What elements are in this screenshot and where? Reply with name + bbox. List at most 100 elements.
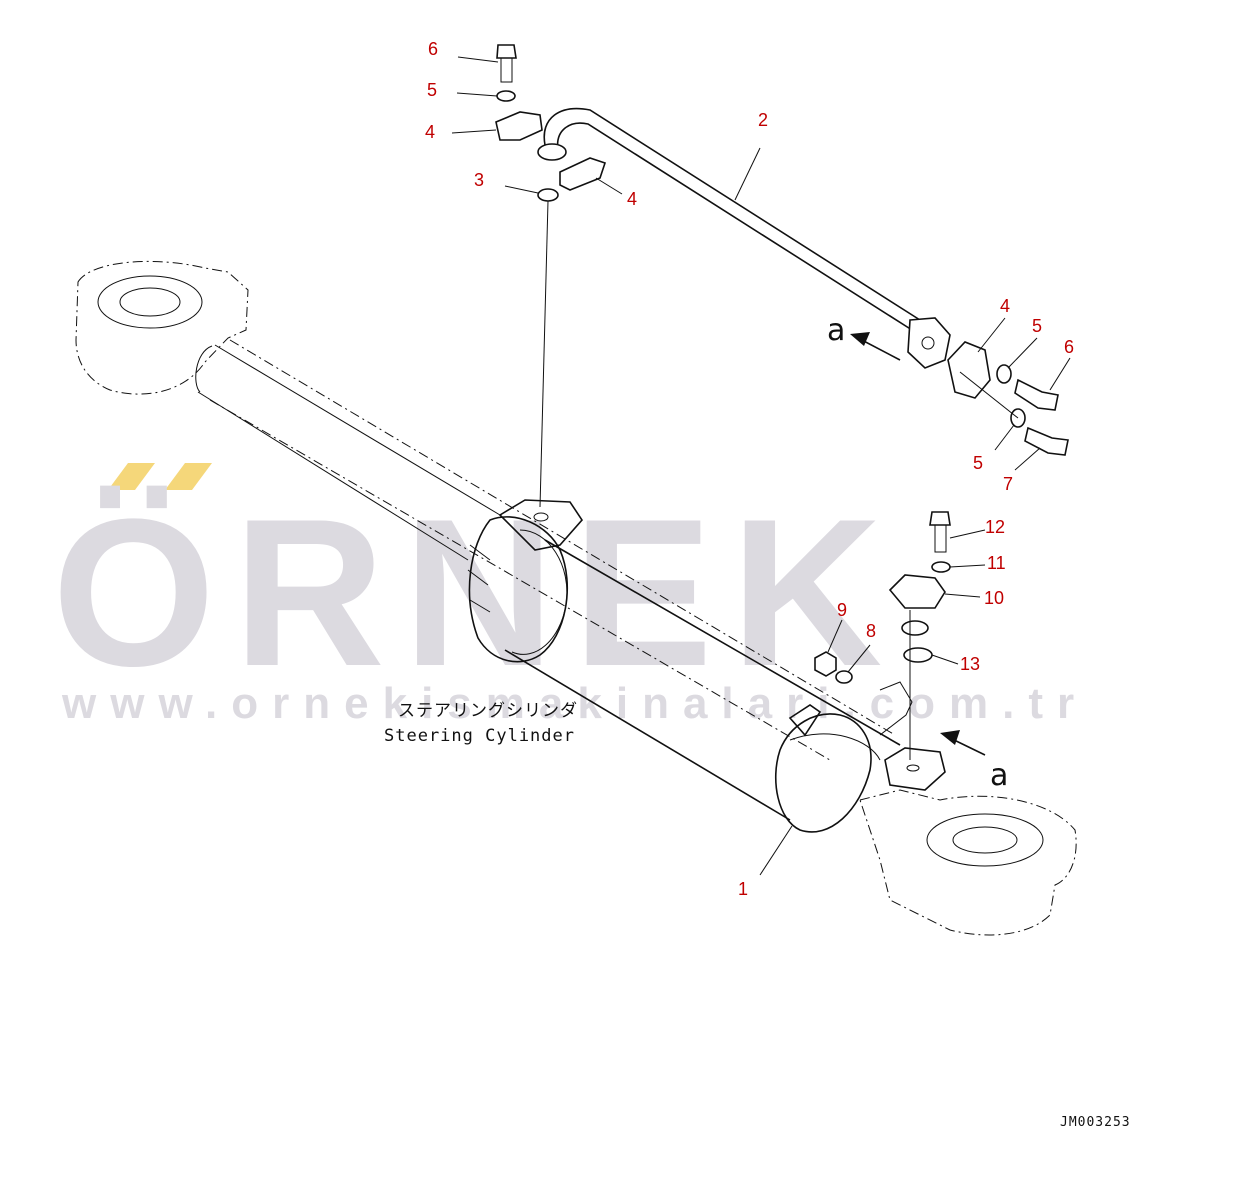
leader-6b [1049,357,1071,391]
leader-4a [451,129,497,134]
bottom-eye-bore-inner [952,826,1018,854]
plug-13 [901,620,929,636]
watermark: ÖRNEK www.ornekismakinalari.com.tr [52,463,1074,728]
tube-lower-line [556,122,913,331]
o-ring-top [537,188,559,202]
leader-11 [949,564,986,568]
front-head-ring [511,529,568,655]
part-label-japanese: ステアリングシリンダ [398,701,578,721]
rear-port-hole [906,764,920,772]
leader-12 [949,529,986,539]
leader-5b [1007,337,1038,369]
o-ring-13 [903,647,933,663]
callout-7: 7 [1003,474,1013,494]
part-label-english: Steering Cylinder [384,726,575,746]
bolt-top-shank [500,58,513,83]
hardware [495,44,1069,684]
front-head-flange [498,499,584,551]
watermark-brand: ÖRNEK [52,475,900,710]
tube-end-flange [907,317,951,369]
watermark-accent-left [108,463,155,490]
tube-end-flange-hole [921,336,935,350]
callout-5c: 5 [973,453,983,473]
callout-9: 9 [837,600,847,620]
trace-flange-to-washers [959,371,1019,419]
flange-10 [888,574,946,609]
callout-4b: 4 [627,189,637,209]
cylinder-tube-bottom [504,649,791,821]
callouts: 6 5 4 3 4 2 4 5 6 5 7 12 11 10 9 8 13 1 [425,39,1074,899]
callout-4c: 4 [1000,296,1010,316]
washer-top [496,90,516,102]
callout-8: 8 [866,621,876,641]
bolt-12 [929,511,951,526]
rod-end-eye [75,260,249,395]
rod-end-bore [97,275,203,329]
cylinder-front-head [468,516,569,663]
half-clamp-top [495,111,543,141]
washer-11 [931,561,951,573]
leader-4b [595,177,623,195]
steering-tube [537,107,951,369]
leader-4c [977,317,1006,353]
bottom-eye-bore [926,813,1044,867]
view-letter-lower: a [990,758,1008,793]
leader-6a [457,56,499,63]
callout-5a: 5 [427,80,437,100]
nut-9 [814,651,837,677]
leader-3 [504,185,539,194]
rod-end-bore-inner [119,287,181,317]
callout-11: 11 [987,553,1006,573]
leader-8 [847,644,871,673]
center-line-upper [229,339,896,736]
callout-5b: 5 [1032,316,1042,336]
front-port-hole [533,512,549,522]
callout-4a: 4 [425,122,435,142]
leader-1 [759,825,793,876]
labels: a a ステアリングシリンダ Steering Cylinder JM00325… [384,313,1131,1130]
tube-upper-line [543,107,921,321]
view-letter-upper: a [827,313,845,348]
cylinder-tube-top [544,539,901,746]
leader-lines [451,56,1071,876]
leader-7 [1014,447,1041,471]
rod-collar [195,345,213,393]
tube-top-flange [537,143,567,161]
callout-6b: 6 [1064,337,1074,357]
callout-6a: 6 [428,39,438,59]
bolt-right-upper [1014,378,1059,411]
trace-o-ring-to-cylinder [539,200,549,508]
steering-cylinder [75,260,1077,936]
split-flange-right [947,341,991,399]
callout-10: 10 [984,588,1004,608]
callout-13: 13 [960,654,980,674]
view-arrow-upper-head [850,332,870,346]
rear-head-band [789,733,881,761]
callout-12: 12 [985,517,1005,537]
callout-2: 2 [758,110,768,130]
drawing-code: JM003253 [1060,1115,1131,1130]
leader-13 [931,654,959,665]
washer-8 [835,670,853,684]
piston-rod-bottom [197,391,469,561]
rear-bracket [879,681,913,736]
washer-right-upper [996,364,1012,384]
view-arrow-lower-head [940,730,960,745]
leader-2 [734,147,761,201]
watermark-accent-right [165,463,212,490]
rear-clip [788,704,822,737]
bolt-12-shank [934,525,947,553]
piston-rod-top [214,344,501,516]
leader-5a [456,92,498,97]
rear-port-block [884,747,946,791]
half-clamp-lower [559,157,607,191]
cylinder-rear-head [774,713,872,833]
front-head-bolts [467,544,491,613]
callout-3: 3 [474,170,484,190]
bottom-eye [859,789,1077,936]
leader-5c [994,424,1015,451]
bolt-right-lower [1024,426,1069,456]
leader-9 [827,619,843,653]
bolt-top [496,44,517,59]
